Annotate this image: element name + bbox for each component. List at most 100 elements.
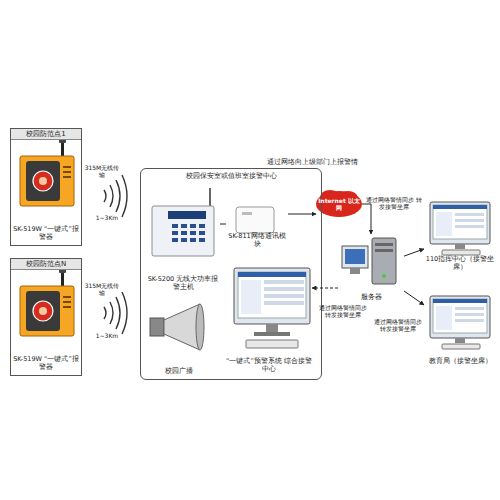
workstation <box>442 250 480 255</box>
workstation <box>433 205 487 239</box>
connector <box>404 291 424 305</box>
null <box>172 224 178 228</box>
computer <box>234 268 310 348</box>
network-module <box>236 207 274 233</box>
server <box>372 238 396 284</box>
workstation <box>455 307 484 310</box>
connector <box>220 224 226 225</box>
speaker <box>196 304 204 350</box>
alarm-device <box>61 271 64 287</box>
alarm-device <box>63 301 71 303</box>
alarm-device <box>20 156 74 206</box>
alarm-device <box>20 269 74 336</box>
edge-label: 通过网络警情同步 转发接警坐席 <box>366 196 422 210</box>
alarm-device <box>20 139 74 206</box>
alarm-host <box>168 211 206 219</box>
cloud-label: Internet 以太网 <box>316 197 362 211</box>
workstation <box>455 319 484 322</box>
radio-waves <box>104 190 106 202</box>
workstation <box>430 202 490 244</box>
computer <box>238 272 306 277</box>
alarm-device <box>63 171 71 173</box>
device-box: SK-811网络通讯模块 <box>226 203 288 249</box>
site-group: 校园防范点1SK-519W “一键式”报警器 <box>10 128 82 246</box>
server <box>342 246 368 268</box>
null <box>190 224 196 228</box>
speaker <box>150 304 204 350</box>
alarm-device <box>63 296 71 298</box>
network-module <box>236 207 274 233</box>
note-label: 315M无线传输 <box>82 164 122 178</box>
radio-waves <box>122 292 127 334</box>
alarm-device <box>63 176 71 178</box>
note-label: 通过网络向上级部门上报警情 <box>262 158 362 166</box>
null <box>172 238 178 242</box>
computer <box>264 294 304 298</box>
center-group: 校园保安室或值班室接警中心 SK-5200 无线大功率报警主机SK-811网络通讯… <box>140 168 322 380</box>
null <box>181 238 187 242</box>
workstation <box>455 313 484 316</box>
workstation <box>455 225 484 228</box>
computer <box>254 332 290 336</box>
alarm-device <box>33 301 53 321</box>
null <box>199 231 205 235</box>
null <box>190 231 196 235</box>
computer <box>264 280 304 284</box>
radio-waves <box>116 297 120 329</box>
connector <box>312 288 338 289</box>
null <box>199 238 205 242</box>
server <box>345 249 365 264</box>
radio-waves <box>116 180 120 212</box>
null <box>172 231 178 235</box>
cloud-node: Internet 以太网 <box>316 191 362 217</box>
device-box: 校园广播 <box>146 298 212 376</box>
internet-cloud <box>316 191 362 217</box>
null <box>172 224 205 242</box>
note-label: 1~3Km <box>92 214 122 221</box>
group-heading: 校园保安室或值班室接警中心 <box>141 172 321 180</box>
alarm-host <box>152 188 214 256</box>
alarm-device <box>39 177 47 185</box>
speaker <box>150 318 164 336</box>
connector <box>362 204 371 234</box>
null <box>181 224 187 228</box>
workstation <box>436 306 452 330</box>
workstation <box>455 338 465 343</box>
device-label: 服务器 <box>338 294 404 302</box>
workstation <box>455 219 484 222</box>
radio-waves <box>110 185 113 207</box>
alarm-device <box>26 291 60 331</box>
workstation <box>436 212 452 236</box>
null <box>199 224 205 228</box>
network-module <box>242 212 252 215</box>
device-label: 110指挥中心（接警坐席） <box>424 256 496 272</box>
alarm-host <box>152 206 214 256</box>
alarm-device <box>39 307 47 315</box>
server <box>375 249 393 252</box>
device-box: 服务器 <box>338 234 404 302</box>
note-label: 315M无线传输 <box>82 282 122 296</box>
device-box: 教育局（接警坐席） <box>424 294 496 366</box>
workstation <box>455 213 484 216</box>
device-box: “一键式”预警系统 综合接警中心 <box>226 264 312 374</box>
internet-cloud <box>316 190 362 217</box>
alarm-device <box>63 166 71 168</box>
null <box>181 231 187 235</box>
edge-label: 通过网络警情同步 转发接警坐席 <box>316 304 370 318</box>
computer <box>264 287 304 291</box>
radio-waves <box>110 302 113 324</box>
workstation <box>433 299 487 303</box>
workstation <box>433 299 487 333</box>
workstation <box>430 296 490 349</box>
device-box: 110指挥中心（接警坐席） <box>424 200 496 272</box>
device-box: SK-5200 无线大功率报警主机 <box>146 200 220 292</box>
device-label: 教育局（接警坐席） <box>424 358 496 366</box>
null <box>190 238 196 242</box>
group-heading: 校园防范点1 <box>11 129 81 140</box>
radio-waves <box>104 175 127 334</box>
workstation <box>430 296 490 338</box>
workstation <box>455 244 465 249</box>
workstation <box>442 344 480 349</box>
